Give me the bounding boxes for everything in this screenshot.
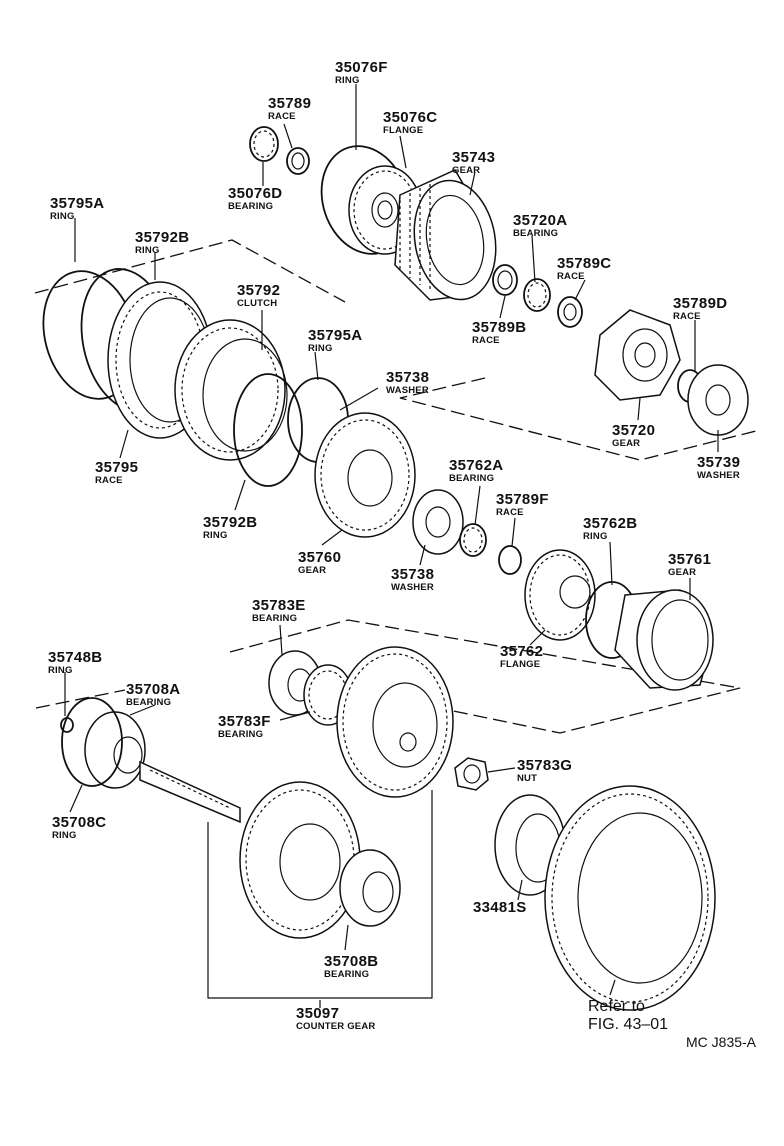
gear-35760-drawing xyxy=(314,412,416,538)
race-35789b-drawing xyxy=(492,264,518,296)
bearing-35708a-drawing xyxy=(84,711,146,789)
ring-gear-drawing xyxy=(544,785,716,1011)
bearing-35720a-drawing xyxy=(523,278,551,312)
part-label-33481s: 33481S xyxy=(473,899,527,916)
dashed-boundary-lower xyxy=(35,619,741,734)
diagram-code: MC J835-A xyxy=(686,1034,757,1050)
washer-35739-drawing xyxy=(687,364,749,436)
figure-reference: Refer to FIG. 43–01 xyxy=(588,998,668,1034)
figure-reference-line1: Refer to xyxy=(588,998,645,1015)
bearing-35076d-drawing xyxy=(249,126,279,162)
figure-reference-line2: FIG. 43–01 xyxy=(588,1016,669,1033)
race-35789f-drawing xyxy=(498,545,522,575)
flange-35762-drawing xyxy=(524,549,596,641)
drive-gear-drawing xyxy=(336,646,454,798)
bearing-35762a-drawing xyxy=(459,523,487,557)
clutch-35792-drawing xyxy=(174,319,288,461)
gear-35720-drawing xyxy=(594,309,681,401)
leader-lines xyxy=(64,84,719,1008)
race-35789c-drawing xyxy=(557,296,583,328)
ring-35792b-lower-drawing xyxy=(233,373,303,487)
ring-35708c-drawing xyxy=(61,697,123,787)
gear-35743-drawing xyxy=(394,169,497,301)
gear-35761-drawing xyxy=(614,589,714,691)
counter-gear-shaft-drawing xyxy=(139,760,241,824)
nut-35783g-drawing xyxy=(454,757,489,791)
counter-gear-bracket xyxy=(207,790,433,999)
washer-35738-lower-drawing xyxy=(412,489,464,555)
bearing-35708b-drawing xyxy=(339,849,401,927)
race-35789-drawing xyxy=(286,147,310,175)
counter-gear-drawing xyxy=(239,781,361,939)
